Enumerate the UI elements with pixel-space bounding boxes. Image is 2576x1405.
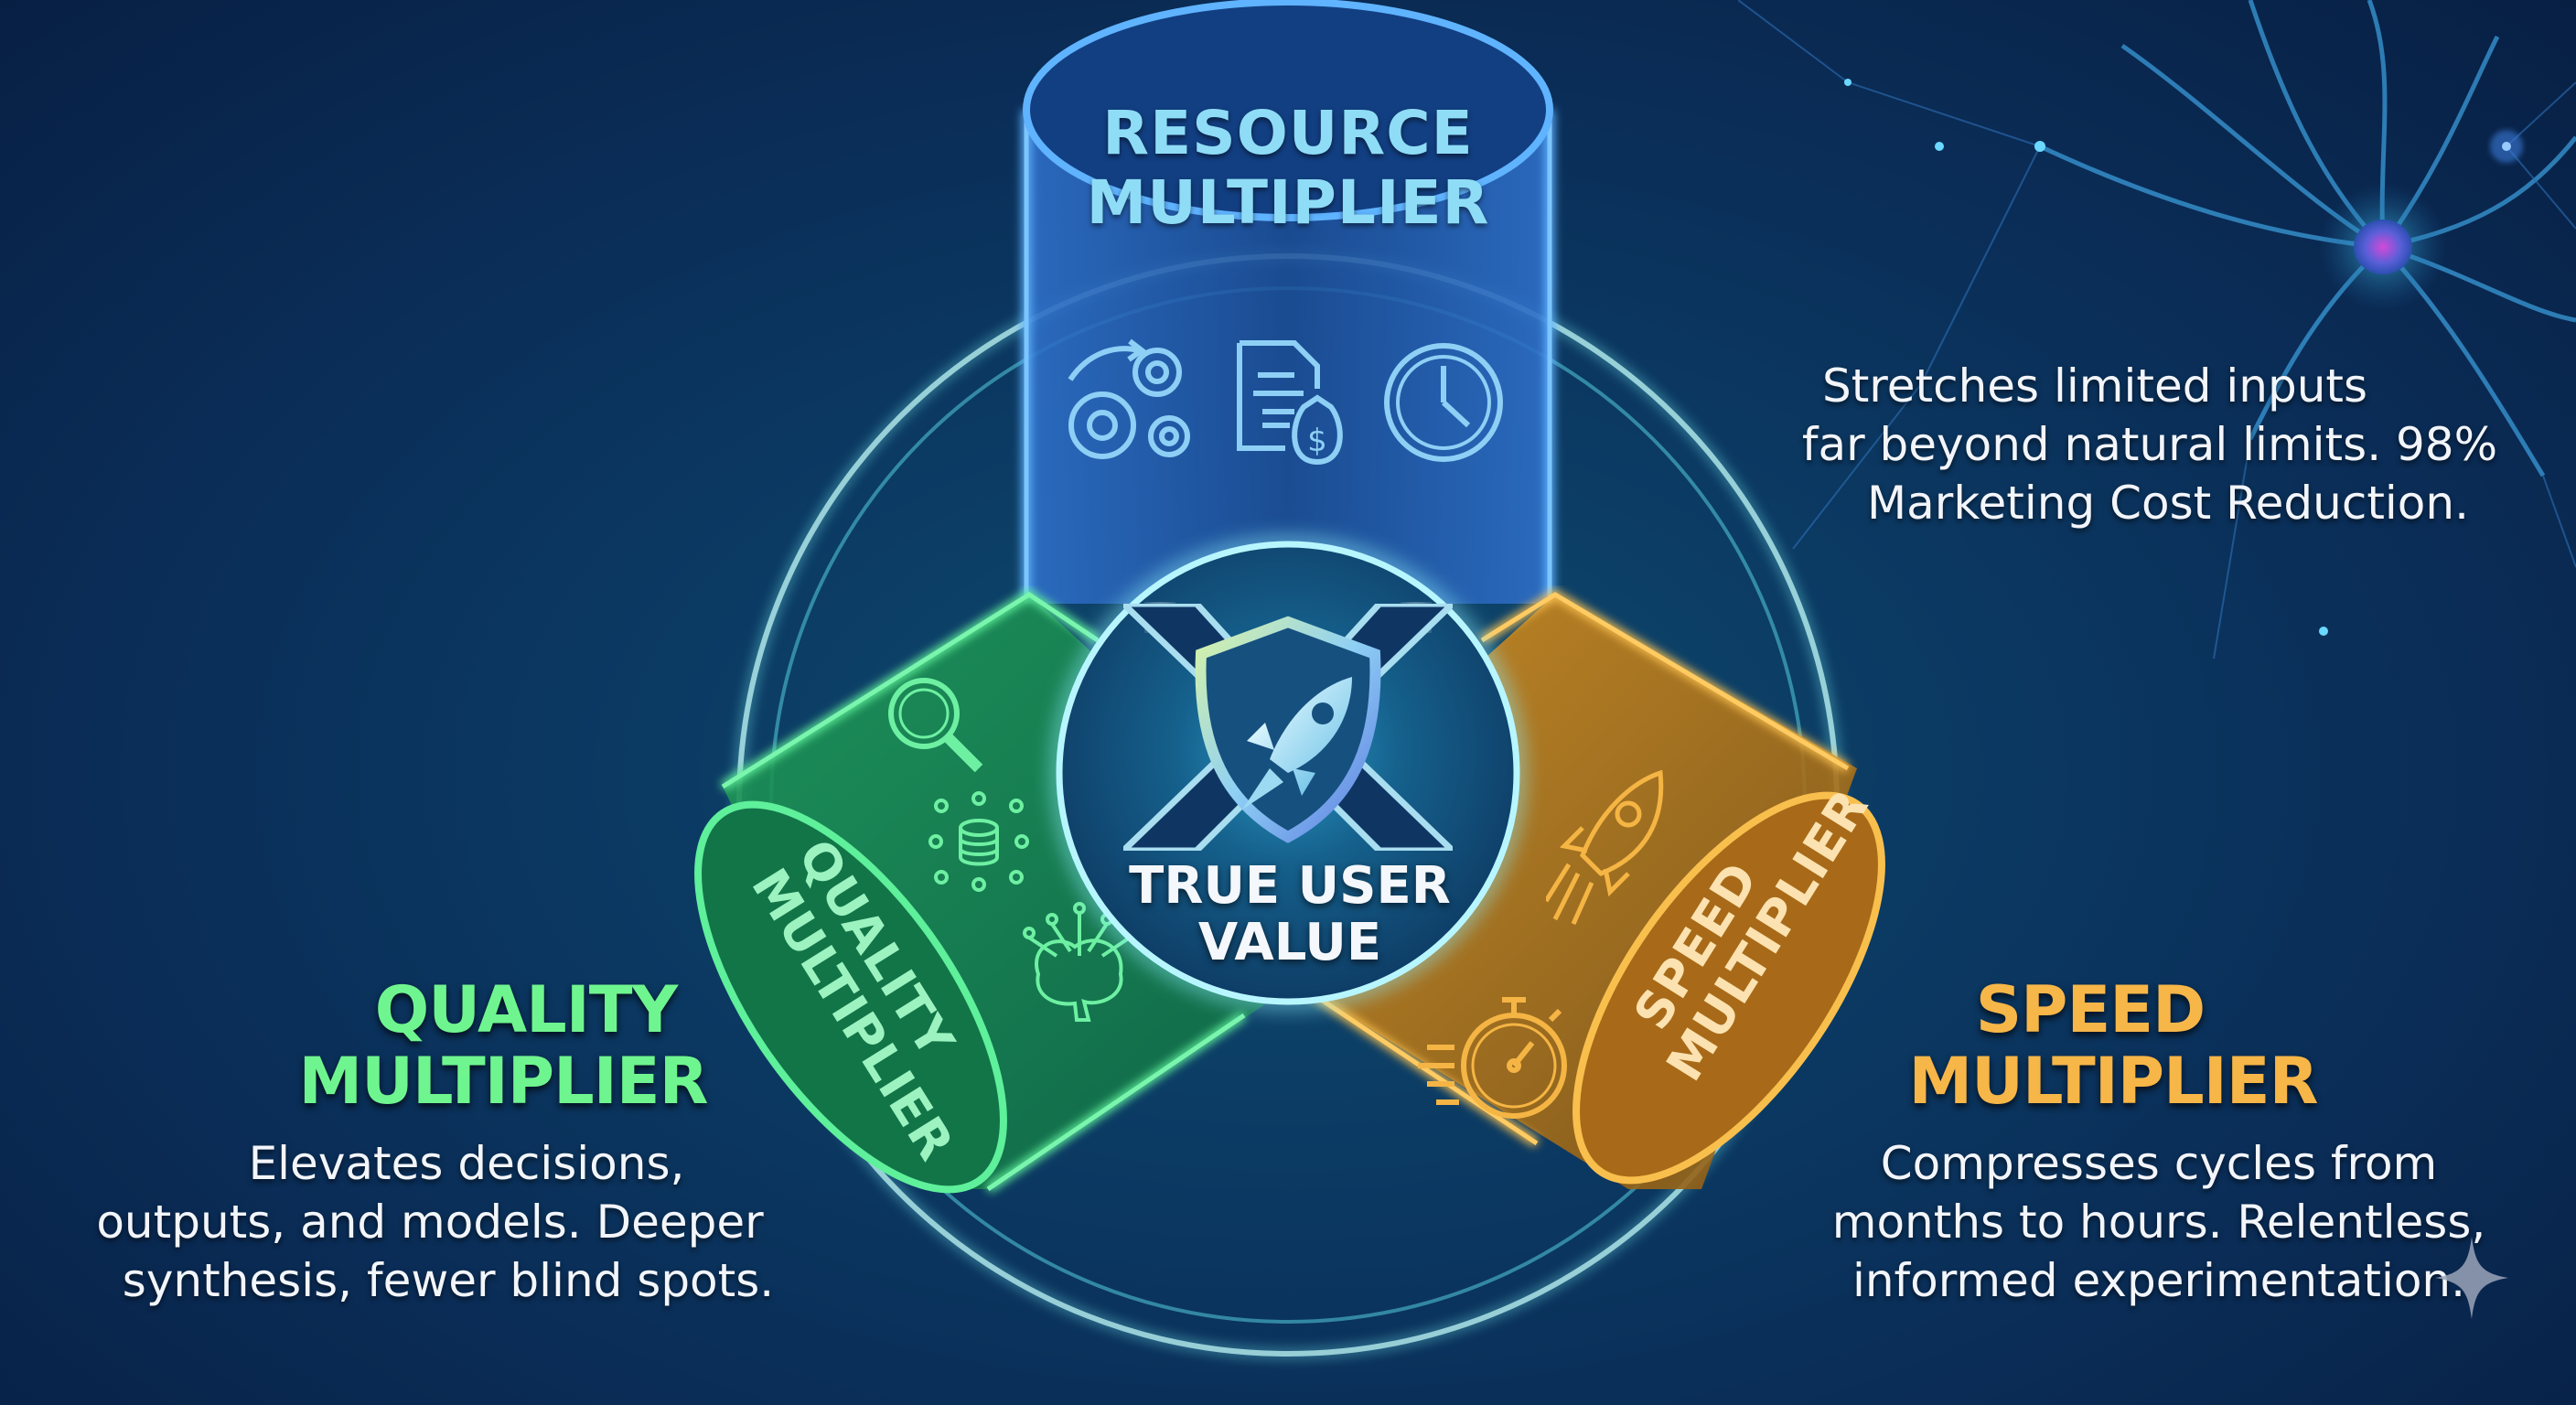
speed-description: Compresses cycles from months to hours. … — [1802, 1134, 2516, 1310]
document-money-bag-icon: $ — [1237, 340, 1343, 466]
center-label-line2: VALUE — [1197, 913, 1382, 972]
resource-cylinder-title-line1: RESOURCE — [1102, 98, 1474, 168]
speed-heading-line1: SPEED — [1975, 972, 2206, 1047]
quality-desc-line2: outputs, and models. Deeper — [96, 1196, 764, 1249]
resource-desc-line1: Stretches limited inputs — [1821, 359, 2368, 413]
magnifier-icon — [888, 678, 983, 773]
stopwatch-icon — [1418, 997, 1567, 1119]
speed-heading-line2: MULTIPLIER — [1908, 1044, 2319, 1119]
database-network-icon — [928, 791, 1029, 892]
quality-heading: QUALITY MULTIPLIER — [265, 974, 741, 1117]
quality-heading-line2: MULTIPLIER — [298, 1044, 709, 1119]
svg-text:$: $ — [1307, 423, 1327, 459]
resource-description: Stretches limited inputs far beyond natu… — [1784, 357, 2516, 532]
resource-desc-line2: far beyond natural limits. 98% — [1801, 418, 2498, 471]
neuron-icon — [1738, 0, 2576, 659]
x-shield-rocket-icon — [1123, 604, 1453, 851]
gears-cycle-icon — [1068, 338, 1190, 459]
quality-description: Elevates decisions, outputs, and models.… — [64, 1134, 796, 1310]
resource-multiplier-cylinder — [1022, 0, 1554, 604]
resource-cylinder-title: RESOURCE MULTIPLIER — [1052, 99, 1524, 238]
resource-cylinder-title-line2: MULTIPLIER — [1086, 167, 1490, 238]
center-label: TRUE USER VALUE — [1125, 858, 1454, 971]
rocket-icon — [1546, 769, 1664, 926]
clock-icon — [1384, 343, 1503, 462]
speed-desc-line2: months to hours. Relentless, — [1831, 1196, 2486, 1249]
quality-desc-line3: synthesis, fewer blind spots. — [122, 1254, 775, 1307]
quality-desc-line1: Elevates decisions, — [248, 1137, 685, 1190]
speed-desc-line1: Compresses cycles from — [1880, 1137, 2438, 1190]
speed-heading: SPEED MULTIPLIER — [1857, 974, 2369, 1117]
quality-heading-line1: QUALITY — [374, 972, 678, 1047]
resource-desc-line3: Marketing Cost Reduction. — [1867, 477, 2469, 530]
center-label-line1: TRUE USER — [1129, 856, 1451, 916]
speed-desc-line3: informed experimentation. — [1852, 1254, 2466, 1307]
sparkle-icon — [2435, 1237, 2508, 1319]
